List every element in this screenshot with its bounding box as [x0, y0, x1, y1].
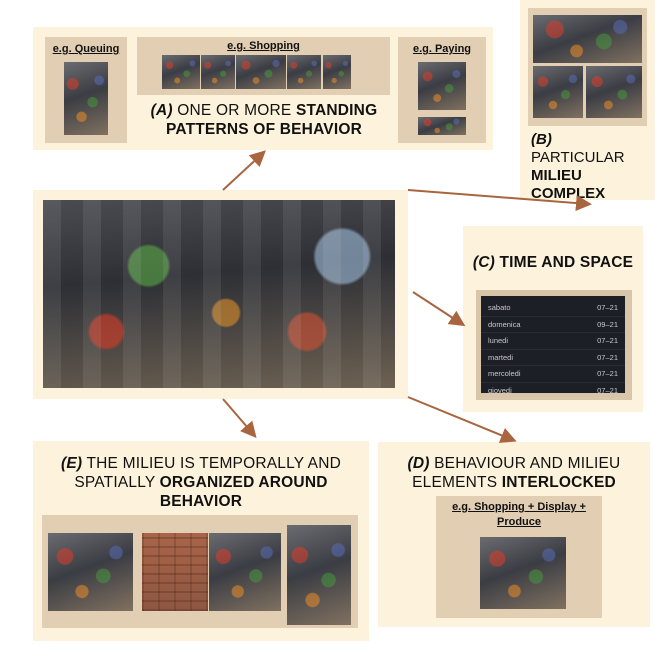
paying-photo-2 — [418, 117, 466, 135]
schedule-row: lunedi 07–21 — [481, 333, 625, 350]
panel-e-title-plain: THE MILIEU IS TEMPORALLY AND SPATIALLY — [74, 455, 342, 491]
panel-e-title: (E) THE MILIEU IS TEMPORALLY AND SPATIAL… — [55, 454, 347, 511]
milieu-photo-bottom-left — [533, 66, 583, 118]
panel-b-title: (B) PARTICULAR MILIEU COMPLEX — [531, 131, 651, 203]
schedule-row: domenica 09–21 — [481, 317, 625, 333]
arrow-to-panel-e — [222, 398, 257, 439]
panel-a-title-em: STANDING PATTERNS OF BEHAVIOR — [165, 102, 378, 138]
panel-e-photo-3 — [209, 533, 281, 611]
schedule-day: lunedi — [488, 336, 509, 345]
paying-label: e.g. Paying — [412, 43, 472, 55]
panel-b-title-lead: (B) — [531, 131, 552, 148]
central-store-photo — [43, 200, 395, 388]
schedule-day: mercoledi — [488, 369, 521, 378]
panel-b-title-plain: PARTICULAR — [531, 149, 625, 166]
panel-d-title-plain: BEHAVIOUR AND MILIEU ELEMENTS — [412, 455, 621, 491]
shopping-photo-3 — [236, 55, 286, 89]
schedule-row: mercoledi 07–21 — [481, 366, 625, 383]
schedule-day: sabato — [488, 303, 511, 312]
opening-hours-box: sabato 07–21 domenica 09–21 lunedi 07–21 ma… — [476, 290, 632, 400]
arrow-to-panel-b — [407, 189, 592, 212]
shopping-photo-5 — [323, 55, 351, 89]
panel-d-title-lead: (D) — [407, 455, 430, 472]
schedule-hours: 07–21 — [597, 385, 618, 395]
shopping-photo-1 — [162, 55, 200, 89]
panel-e-title-em: ORGANIZED AROUND BEHAVIOR — [159, 474, 328, 510]
queuing-label: e.g. Queuing — [52, 43, 120, 55]
panel-e-photo-4 — [287, 525, 351, 625]
schedule-row: giovedi 07–21 — [481, 383, 625, 399]
schedule-day: domenica — [488, 319, 521, 329]
schedule-hours: 07–21 — [597, 352, 618, 362]
panel-d-title-em: INTERLOCKED — [501, 474, 616, 491]
panel-d-example-label: e.g. Shopping + Display + Produce — [452, 501, 586, 528]
paying-photo-1 — [418, 62, 466, 110]
schedule-hours: 07–21 — [597, 369, 618, 378]
schedule-hours: 09–21 — [597, 319, 618, 329]
panel-a-title-plain: ONE OR MORE — [172, 102, 296, 119]
queuing-photo — [64, 62, 108, 135]
shopping-photo-4 — [287, 55, 321, 89]
panel-d-photo — [480, 537, 566, 609]
milieu-photo-bottom-right — [586, 66, 642, 118]
opening-hours-list: sabato 07–21 domenica 09–21 lunedi 07–21 ma… — [481, 296, 625, 399]
panel-b-title-em1: MILIEU — [531, 167, 582, 184]
panel-a-title: (A) ONE OR MORE STANDING PATTERNS OF BEH… — [135, 101, 393, 139]
schedule-hours: 07–21 — [597, 303, 618, 312]
shopping-label: e.g. Shopping — [227, 40, 300, 52]
schedule-row: sabato 07–21 — [481, 300, 625, 317]
panel-e-photo-1 — [48, 533, 133, 611]
panel-a-title-lead: (A) — [150, 102, 173, 119]
arrow-to-panel-d — [407, 396, 517, 443]
milieu-photo-top — [533, 15, 642, 63]
panel-c-title-lead: (C) — [472, 254, 495, 271]
shopping-photo-2 — [201, 55, 235, 89]
schedule-hours: 07–21 — [597, 336, 618, 345]
panel-e-photo-2 — [142, 533, 208, 611]
arrow-to-panel-a — [222, 150, 266, 191]
panel-d-title: (D) BEHAVIOUR AND MILIEU ELEMENTS INTERL… — [392, 454, 636, 492]
panel-c-title-em: TIME AND SPACE — [494, 254, 634, 271]
schedule-day: martedi — [488, 352, 514, 362]
schedule-day: giovedi — [488, 385, 512, 395]
panel-e-title-lead: (E) — [60, 455, 83, 472]
arrow-to-panel-c — [412, 291, 466, 327]
schedule-row: martedi 07–21 — [481, 350, 625, 366]
panel-c-title: (C) TIME AND SPACE — [463, 253, 643, 272]
